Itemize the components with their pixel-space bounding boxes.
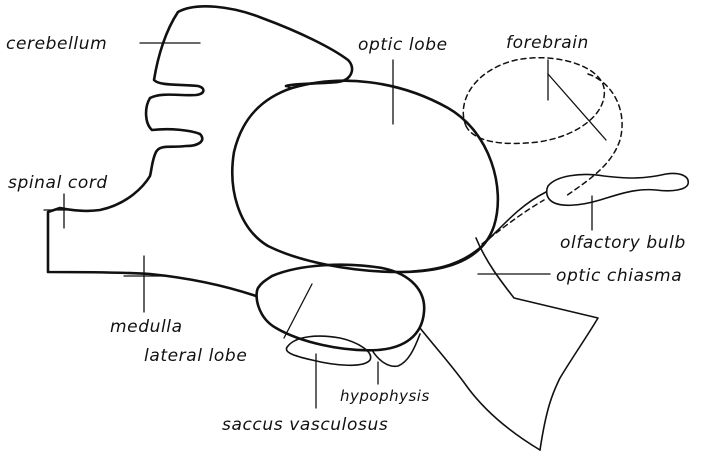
- optic-lobe-label: optic lobe: [358, 35, 448, 55]
- saccus-vasculosus-label: saccus vasculosus: [222, 415, 388, 435]
- olfactory-bulb-outline: [547, 173, 689, 205]
- spinal-cord-label: spinal cord: [8, 173, 108, 193]
- optic-lobe-outline: [232, 81, 498, 272]
- cerebellum-label: cerebellum: [6, 34, 107, 54]
- forebrain-label: forebrain: [506, 33, 589, 53]
- olfactory-bulb-label: olfactory bulb: [560, 233, 686, 253]
- hypophysis-label: hypophysis: [340, 387, 430, 405]
- lateral-lobe-leader: [284, 284, 312, 338]
- forebrain-outline: [463, 58, 604, 144]
- olfactory-tract-dashed: [482, 200, 544, 244]
- lateral-lobe-label: lateral lobe: [144, 346, 247, 366]
- infundibulum-line: [420, 328, 540, 450]
- ventral-outline: [400, 192, 546, 272]
- medulla-label: medulla: [110, 317, 183, 337]
- optic-chiasma-label: optic chiasma: [556, 266, 682, 286]
